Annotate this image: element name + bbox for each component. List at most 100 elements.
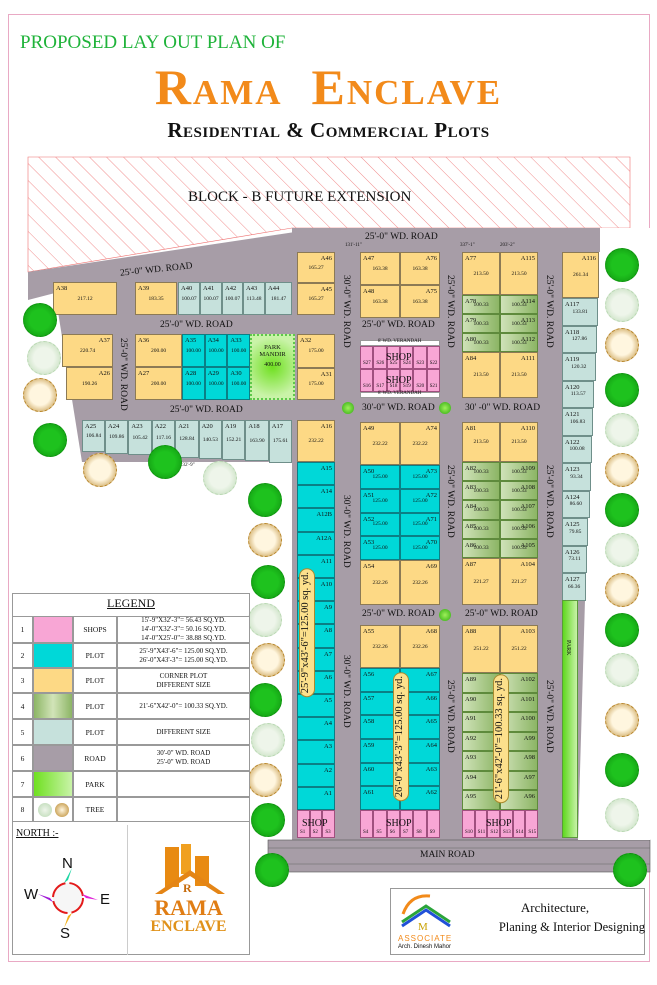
shop-s19[interactable]: S19 [400,369,414,392]
park-mandir[interactable] [250,334,295,400]
plot-a100[interactable]: A100 [500,712,538,732]
shop-s11[interactable]: S11 [474,810,488,838]
shop-s14[interactable]: S14 [512,810,526,838]
plot-a2[interactable]: A2 [297,763,335,787]
plot-a3[interactable]: A3 [297,740,335,764]
shop-s4[interactable]: S4 [360,810,374,838]
shop-s2[interactable]: S2 [309,810,323,838]
shop-s9[interactable]: S9 [426,810,440,838]
shop-s22[interactable]: S22 [426,346,440,369]
plot-a92[interactable]: A92 [462,731,500,752]
plot-a61[interactable]: A61 [360,786,400,810]
plot-a60[interactable]: A60 [360,762,400,787]
plot-a15[interactable]: A15 [297,462,335,486]
shop-s7[interactable]: S7 [400,810,414,838]
plot-a5[interactable]: A5 [297,694,335,718]
shop-s10[interactable]: S10 [462,810,475,838]
shop-s16[interactable]: S16 [360,369,374,392]
shop-s15[interactable]: S15 [525,810,538,838]
shop-s17[interactable]: S17 [373,369,387,392]
plot-a65[interactable]: A65 [400,715,440,739]
plot-a67[interactable]: A67 [400,668,440,692]
shop-s13[interactable]: S13 [500,810,513,838]
park-strip[interactable] [562,600,578,838]
shop-s21[interactable]: S21 [426,369,440,392]
shop-s12[interactable]: S12 [487,810,500,838]
shop-s20[interactable]: S20 [413,369,427,392]
shop-s27[interactable]: S27 [360,346,374,369]
shop-s24[interactable]: S24 [400,346,414,369]
shop-s26[interactable]: S26 [373,346,387,369]
plot-a14[interactable]: A14 [297,485,335,509]
shop-s8[interactable]: S8 [413,810,427,838]
shop-s3[interactable]: S3 [322,810,335,838]
shop-s23[interactable]: S23 [413,346,427,369]
